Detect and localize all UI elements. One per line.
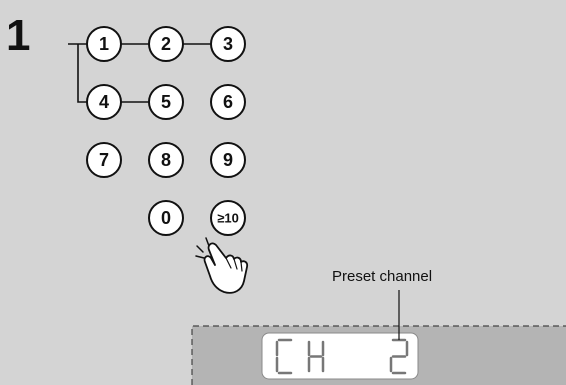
svg-text:7: 7 [99,150,109,170]
key-1[interactable]: 1 [86,26,122,62]
key-ge10[interactable]: ≥10 [210,200,246,236]
key-8[interactable]: 8 [148,142,184,178]
svg-text:6: 6 [223,92,233,112]
key-4[interactable]: 4 [86,84,122,120]
key-6[interactable]: 6 [210,84,246,120]
svg-text:3: 3 [223,34,233,54]
svg-text:9: 9 [223,150,233,170]
step-number: 1 [6,11,31,60]
svg-text:0: 0 [161,208,171,228]
key-2[interactable]: 2 [148,26,184,62]
keypad: 1 2 3 4 5 6 7 [86,26,246,236]
svg-text:4: 4 [99,92,109,112]
svg-text:1: 1 [99,34,109,54]
key-7[interactable]: 7 [86,142,122,178]
lcd-window [261,332,419,380]
key-connector-lines [68,43,211,103]
svg-text:2: 2 [161,34,171,54]
svg-text:8: 8 [161,150,171,170]
key-0[interactable]: 0 [148,200,184,236]
segment-display [275,338,409,375]
segment-char-c [275,338,293,375]
segment-char-h [307,340,325,373]
svg-text:5: 5 [161,92,171,112]
key-5[interactable]: 5 [148,84,184,120]
svg-text:≥10: ≥10 [217,211,239,226]
key-9[interactable]: 9 [210,142,246,178]
preset-channel-label: Preset channel [332,268,433,285]
key-3[interactable]: 3 [210,26,246,62]
pressing-hand-icon [195,237,249,294]
